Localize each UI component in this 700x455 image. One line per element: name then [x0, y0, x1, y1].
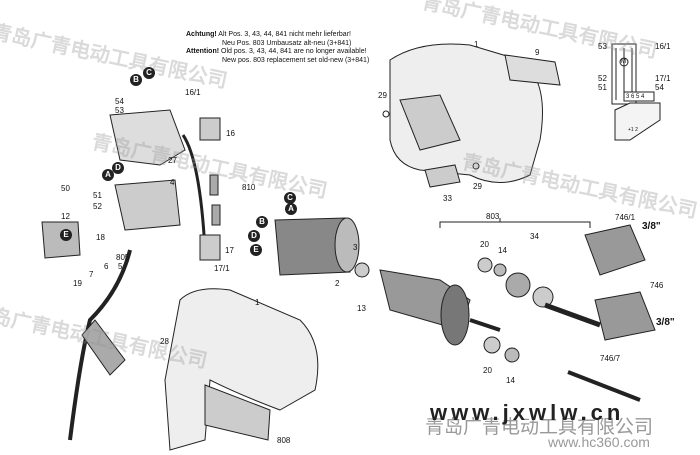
- connector-marker: C: [143, 67, 155, 79]
- part-label: 13: [357, 304, 366, 313]
- part-label: 28: [160, 337, 169, 346]
- notice-text: Achtung! Alt Pos. 3, 43, 44, 841 nicht m…: [186, 31, 370, 64]
- part-label: 7: [89, 270, 94, 279]
- part-label: 4: [170, 178, 175, 187]
- part-label: 17: [225, 246, 234, 255]
- connector-marker: A: [102, 169, 114, 181]
- connector-marker: D: [112, 162, 124, 174]
- part-label: 16/1: [185, 88, 201, 97]
- part-label: 3/8": [656, 317, 675, 328]
- wiring-label: 54: [655, 83, 664, 92]
- part-label: 12: [61, 212, 70, 221]
- connector-marker: E: [250, 244, 262, 256]
- part-label: 19: [73, 279, 82, 288]
- wiring-label: 52: [598, 74, 607, 83]
- watermark-site: www.jxwlw.cn: [430, 400, 625, 425]
- part-label: 3/8": [642, 221, 661, 232]
- part-label: 14: [506, 376, 515, 385]
- part-label: 53: [115, 106, 124, 115]
- motor-symbol: M: [621, 59, 626, 65]
- part-label: 1: [474, 40, 479, 49]
- part-label: 805: [116, 253, 130, 262]
- connector-marker: E: [60, 229, 72, 241]
- part-label: 29: [378, 91, 387, 100]
- part-label: 51: [93, 191, 102, 200]
- part-label: 803: [486, 212, 500, 221]
- part-label: 3: [353, 243, 358, 252]
- part-label: 9: [535, 48, 540, 57]
- wiring-label: 17/1: [655, 74, 671, 83]
- part-label: 746/7: [600, 354, 621, 363]
- part-label: 14: [498, 246, 507, 255]
- watermark-hc360: www.hc360.com: [548, 434, 650, 450]
- connector-marker: D: [248, 230, 260, 242]
- part-label: 2: [335, 279, 340, 288]
- part-label: 6: [104, 262, 109, 271]
- connector-marker: B: [256, 216, 268, 228]
- connector-marker: A: [285, 203, 297, 215]
- part-label: 20: [483, 366, 492, 375]
- connector-marker: C: [284, 192, 296, 204]
- part-label: 810: [242, 183, 256, 192]
- part-label: 27: [168, 156, 177, 165]
- part-label: 746: [650, 281, 664, 290]
- part-label: 746/1: [615, 213, 636, 222]
- part-label: 52: [93, 202, 102, 211]
- part-label: 33: [443, 194, 452, 203]
- part-label: 808: [277, 436, 291, 445]
- part-label: 1: [255, 298, 260, 307]
- part-label: 5: [118, 262, 123, 271]
- part-label: 50: [61, 184, 70, 193]
- watermark-company: 青岛广青电动工具有限公司: [425, 416, 654, 438]
- part-label: 17/1: [214, 264, 230, 273]
- part-label: 18: [96, 233, 105, 242]
- part-label: 54: [115, 97, 124, 106]
- wiring-label: 53: [598, 42, 607, 51]
- wiring-label: 3 6 5 4: [626, 94, 645, 100]
- part-label: 29: [473, 182, 482, 191]
- part-label: 34: [530, 232, 539, 241]
- wiring-label: 51: [598, 83, 607, 92]
- wiring-label: +1 2: [628, 127, 638, 133]
- wiring-label: 16/1: [655, 42, 671, 51]
- part-label: 20: [480, 240, 489, 249]
- part-label: 16: [226, 129, 235, 138]
- connector-marker: B: [130, 74, 142, 86]
